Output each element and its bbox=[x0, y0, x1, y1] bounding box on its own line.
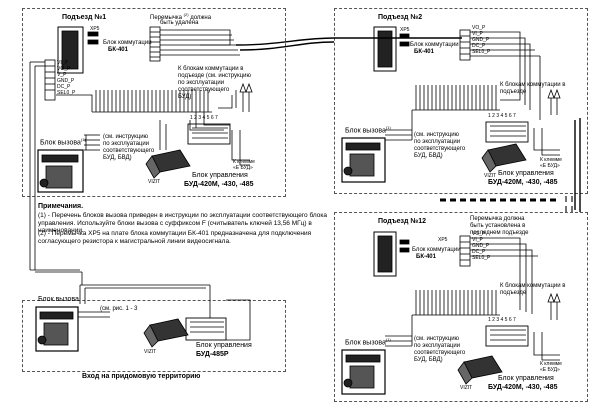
yard-call-unit-label: Блок вызова bbox=[38, 296, 79, 303]
entrance2-module-model: БК-401 bbox=[414, 49, 434, 55]
entrance1-to-modules-3: по эксплуатации bbox=[178, 80, 225, 86]
entrance1-see-instr-2: по эксплуатации bbox=[103, 141, 150, 147]
entrance1-module-label: Блок коммутации bbox=[103, 40, 152, 46]
entrance1-terminal-label-5: DC_P bbox=[57, 84, 71, 90]
entrance12-terminal-label-2: VI_P bbox=[472, 237, 483, 243]
entrance1-jumper-note-2: быть удалена bbox=[160, 20, 199, 26]
entrance1-to-modules-4: соответствующего bbox=[178, 87, 230, 93]
entrance1-to-modules-5: БУД) bbox=[178, 94, 192, 100]
entrance1-to-modules-1: К блокам коммутации в bbox=[178, 66, 244, 72]
entrance1-jumper-note: Перемычка (2) должна bbox=[150, 12, 212, 22]
entrance2-lock-1: К клемме bbox=[540, 157, 562, 163]
entrance12-see-instr-4: БУД, БВД) bbox=[414, 357, 443, 363]
entrance2-lock-2: «Е БУД» bbox=[540, 163, 560, 169]
entrance12-control-label: Блок управления bbox=[498, 375, 554, 382]
entrance1-control-label: Блок управления bbox=[192, 172, 248, 179]
entrance12-terminal-strip: 1 2 3 4 5 6 7 bbox=[488, 317, 516, 323]
entrance1-terminal-label-2: VO_P bbox=[57, 66, 71, 72]
entrance12-module-label: Блок коммутации bbox=[412, 247, 461, 253]
entrance2-see-instr-3: соответствующего bbox=[414, 146, 466, 152]
entrance1-see-instr-1: (см. инструкцию bbox=[103, 134, 149, 140]
entrance2-see-instr-2: по эксплуатации bbox=[414, 139, 461, 145]
entrance2-title: Подъезд №2 bbox=[378, 14, 423, 21]
entrance12-title: Подъезд №12 bbox=[378, 218, 427, 225]
entrance12-to-modules-1: К блокам коммутации в bbox=[500, 283, 566, 289]
entrance2-to-modules-1: К блокам коммутации в bbox=[500, 82, 566, 88]
yard-boundary bbox=[22, 300, 286, 372]
entrance1-boundary bbox=[22, 8, 286, 197]
entrance1-terminal-label-6: SEL0_P bbox=[57, 90, 76, 96]
entrance12-terminal-label-3: GND_P bbox=[472, 243, 490, 249]
note-1: (1) - Перечень блоков вызова приведен в … bbox=[38, 212, 327, 235]
entrance1-module-model: БК-401 bbox=[108, 47, 128, 53]
entrance12-brand: VIZIT bbox=[460, 385, 473, 391]
yard-brand: VIZIT bbox=[144, 349, 157, 355]
entrance2-terminal-label-3: GND_P bbox=[472, 37, 490, 43]
entrance2-terminal-label-2: VI_P bbox=[472, 31, 483, 37]
entrance1-title: Подъезд №1 bbox=[62, 14, 107, 21]
entrance1-xp5: XP5 bbox=[90, 26, 100, 32]
entrance2-brand: VIZIT bbox=[484, 173, 497, 179]
entrance12-terminal-label-4: DC_P bbox=[472, 249, 486, 255]
entrance1-lock-2: «Е БУД» bbox=[233, 165, 253, 171]
entrance1-control-model: БУД-420М, -430, -485 bbox=[184, 181, 254, 188]
entrance1-terminal-label-1: VI_P bbox=[57, 60, 68, 66]
entrance2-terminal-label-1: VO_P bbox=[472, 25, 486, 31]
entrance12-jumper-1: Перемычка должна bbox=[470, 216, 525, 222]
entrance1-see-instr-3: соответствующего bbox=[103, 148, 155, 154]
entrance12-xp5: XP5 bbox=[438, 237, 448, 243]
entrance2-terminal-strip: 1 2 3 4 5 6 7 bbox=[488, 113, 516, 119]
entrance12-call-unit-label: Блок вызова(1) bbox=[345, 337, 391, 347]
entrance12-jumper-2: быть установлена в bbox=[470, 223, 526, 229]
notes-heading: Примечания. bbox=[38, 203, 84, 210]
yard-control-label: Блок управления bbox=[196, 342, 252, 349]
entrance2-control-label: Блок управления bbox=[498, 170, 554, 177]
entrance1-brand: VIZIT bbox=[148, 179, 161, 185]
entrance2-terminal-label-4: DC_P bbox=[472, 43, 486, 49]
entrance12-to-modules-2: подъезде bbox=[500, 290, 527, 296]
entrance12-see-instr-2: по эксплуатации bbox=[414, 343, 461, 349]
entrance1-to-modules-2: подъезде (см. инструкцию bbox=[178, 73, 251, 79]
entrance12-terminal-label-1: VO_P bbox=[472, 231, 486, 237]
entrance12-boundary bbox=[334, 212, 588, 402]
entrance12-module-model: БК-401 bbox=[416, 254, 436, 260]
entrance1-see-instr-4: БУД, БВД) bbox=[103, 155, 132, 161]
note-2: (2) - Перемычка XP5 на плате блока комму… bbox=[38, 230, 312, 245]
entrance2-see-instr-1: (см. инструкцию bbox=[414, 132, 460, 138]
entrance1-terminal-label-3: V_P bbox=[57, 72, 67, 78]
entrance2-terminal-label-5: SEL0_P bbox=[472, 49, 491, 55]
entrance12-see-instr-1: (см. инструкцию bbox=[414, 336, 460, 342]
entrance12-control-model: БУД-420М, -430, -485 bbox=[488, 384, 558, 391]
entrance2-xp5: XP5 bbox=[400, 27, 410, 33]
entrance2-call-unit-label: Блок вызова(1) bbox=[345, 125, 391, 135]
entrance1-lock-1: К клемме bbox=[233, 159, 255, 165]
entrance12-jumper-3: последнем подъезде bbox=[470, 230, 529, 236]
yard-control-model: БУД-485Р bbox=[196, 351, 229, 358]
entrance2-control-model: БУД-420М, -430, -485 bbox=[488, 179, 558, 186]
entrance12-see-instr-3: соответствующего bbox=[414, 350, 466, 356]
entrance12-lock-1: К клемме bbox=[540, 361, 562, 367]
entrance1-terminal-strip: 1 2 3 4 5 6 7 bbox=[190, 115, 218, 121]
entrance2-module-label: Блок коммутации bbox=[410, 42, 459, 48]
entrance2-see-instr-4: БУД, БВД) bbox=[414, 153, 443, 159]
yard-caption: Вход на придомовую территорию bbox=[82, 373, 201, 380]
yard-see-fig: (см. рис. 1 - 3 bbox=[100, 306, 138, 312]
entrance2-boundary bbox=[334, 8, 588, 194]
entrance2-to-modules-2: подъезде bbox=[500, 89, 527, 95]
entrance12-terminal-label-5: SEL0_P bbox=[472, 255, 491, 261]
entrance1-call-unit-label: Блок вызова(1) bbox=[40, 137, 86, 147]
entrance1-terminal-label-4: GND_P bbox=[57, 78, 75, 84]
entrance12-lock-2: «Е БУД» bbox=[540, 367, 560, 373]
